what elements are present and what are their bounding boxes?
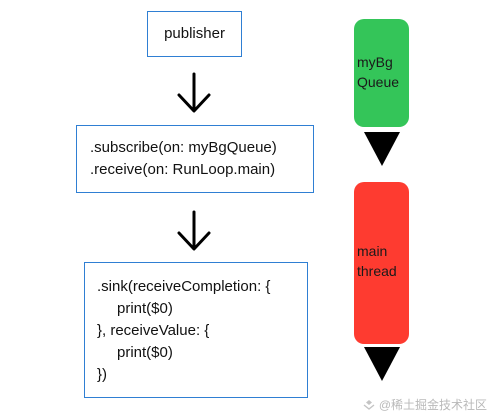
publisher-box: publisher <box>147 11 242 57</box>
background-queue-pill: myBg Queue <box>354 19 409 127</box>
sink-box: .sink(receiveCompletion: { print($0) }, … <box>84 262 308 398</box>
main-thread-pill: main thread <box>354 182 409 344</box>
main-thread-label: thread <box>357 263 397 279</box>
watermark: @稀土掘金技术社区 <box>356 382 487 413</box>
down-arrow-icon <box>177 72 211 113</box>
watermark-text: @稀土掘金技术社区 <box>378 398 487 412</box>
main-thread-label: main <box>357 243 388 259</box>
down-arrow-icon <box>177 210 211 251</box>
sink-code-line: print($0) <box>117 344 173 361</box>
background-queue-label: myBg <box>357 54 393 70</box>
down-triangle-icon <box>364 132 400 166</box>
operator-chain-box: .subscribe(on: myBgQueue) .receive(on: R… <box>76 125 314 193</box>
sink-code-line: }) <box>97 366 108 383</box>
sink-code-line: print($0) <box>117 300 173 317</box>
juejin-logo-icon <box>363 400 375 410</box>
background-queue-label: Queue <box>357 74 400 90</box>
subscribe-on-line: .subscribe(on: myBgQueue) <box>90 139 277 156</box>
sink-code-line: .sink(receiveCompletion: { <box>97 278 271 295</box>
down-triangle-icon <box>364 347 400 381</box>
receive-on-line: .receive(on: RunLoop.main) <box>90 161 276 178</box>
sink-code-line: }, receiveValue: { <box>97 322 210 339</box>
publisher-label: publisher <box>164 25 225 42</box>
